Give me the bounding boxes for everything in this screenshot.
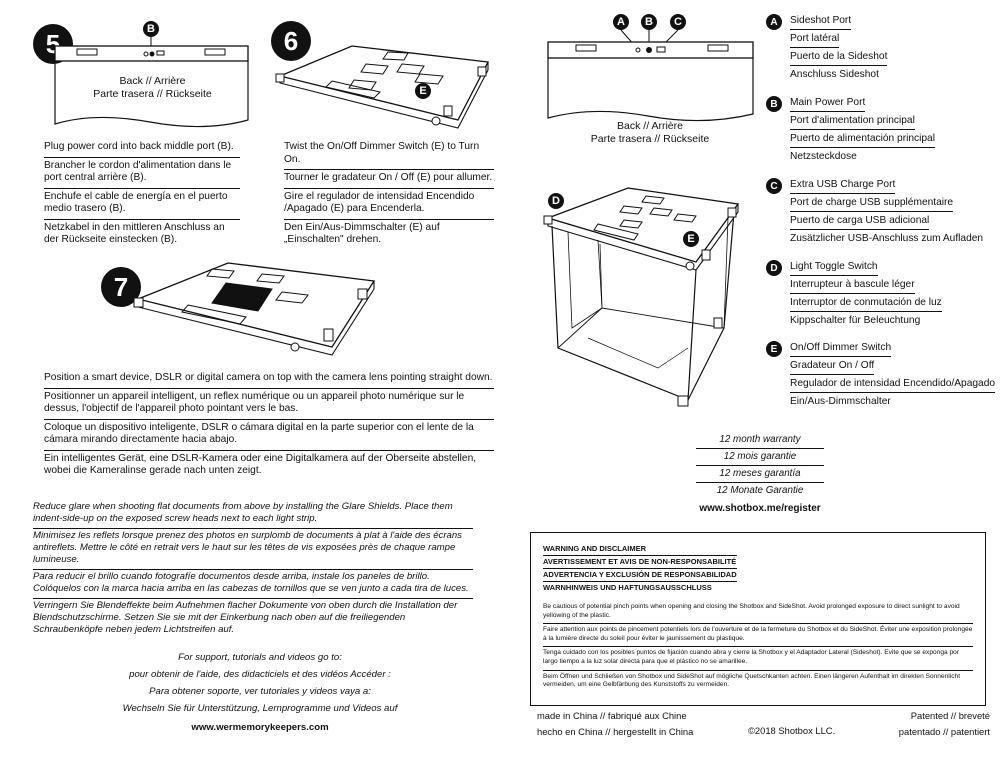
legend-a-item-en: Sideshot Port: [790, 14, 852, 30]
marker-b-diagram: B: [641, 14, 657, 30]
warning-paragraph-fr: Faire attention aux points de pincement …: [543, 624, 973, 648]
glare-line-fr: Minimisez les reflets lorsque prenez des…: [33, 529, 473, 570]
step-5-instructions: Plug power cord into back middle port (B…: [44, 139, 240, 250]
legend-d-badge: D: [766, 260, 782, 276]
step-6-line-es: Gire el regulador de intensidad Encendid…: [284, 189, 494, 220]
legend-e-item-es: Regulador de intensidad Encendido/Apagad…: [790, 377, 996, 393]
legend-c-item-es: Puerto de carga USB adicional: [790, 214, 930, 230]
legend-b-badge: B: [766, 96, 782, 112]
legend-a-item-fr: Port latéral: [790, 32, 840, 48]
patent-notice: Patented // breveté patentado // patenti…: [870, 709, 990, 738]
warranty-line-fr: 12 mois garantie: [696, 449, 824, 466]
glare-line-es: Para reducir el brillo cuando fotografíe…: [33, 570, 473, 599]
step-5-caption: Back // Arrière Parte trasera // Rücksei…: [60, 75, 245, 101]
back-port-caption-line1: Back // Arrière: [617, 120, 683, 132]
step-7-line-en: Position a smart device, DSLR or digital…: [44, 370, 494, 389]
patent-line-2: patentado // patentiert: [898, 726, 990, 737]
patent-line-1: Patented // breveté: [910, 710, 990, 721]
made-in-china: made in China // fabriqué aux Chine hech…: [537, 709, 693, 738]
made-line-2: hecho en China // hergestellt in China: [537, 726, 694, 737]
register-url[interactable]: www.shotbox.me/register: [699, 503, 821, 514]
marker-e-step6: E: [415, 83, 431, 99]
glare-line-de: Verringern Sie Blendeffekte beim Aufnehm…: [33, 600, 458, 635]
marker-c: C: [670, 14, 686, 30]
warranty-line-es: 12 meses garantía: [696, 466, 824, 483]
warning-headings: WARNING AND DISCLAIMER AVERTISSEMENT ET …: [543, 543, 737, 594]
shotbox-illustration: [543, 187, 740, 407]
step-5-caption-line2: Parte trasera // Rückseite: [93, 88, 212, 100]
step-7-line-fr: Positionner un appareil intelligent, un …: [44, 389, 494, 420]
step-5-line-de: Netzkabel in den mittleren Anschluss an …: [44, 221, 225, 246]
warning-heading-de: WARNHINWEIS UND HAFTUNGSAUSSCHLUSS: [543, 583, 712, 592]
warranty-line-de: 12 Monate Garantie: [716, 485, 804, 496]
step-7-instructions: Position a smart device, DSLR or digital…: [44, 370, 494, 481]
support-section: For support, tutorials and videos go to:…: [60, 652, 460, 733]
warning-heading-es: ADVERTENCIA Y EXCLUSIÓN DE RESPONSABILID…: [543, 569, 737, 582]
support-line-en: For support, tutorials and videos go to:: [178, 652, 342, 663]
legend-a: A Sideshot Port Port latéral Puerto de l…: [766, 14, 888, 85]
step-6-line-de: Den Ein/Aus-Dimmschalter (E) auf „Einsch…: [284, 221, 440, 246]
step-7-line-es: Coloque un dispositivo inteligente, DSLR…: [44, 420, 494, 451]
legend-c-item-fr: Port de charge USB supplémentaire: [790, 196, 954, 212]
step-6-number: 6: [271, 21, 311, 61]
marker-e-box: E: [683, 231, 699, 247]
legend-b-item-de: Netzsteckdose: [790, 151, 857, 162]
legend-b-item-es: Puerto de alimentación principal: [790, 132, 935, 148]
warning-paragraph-en: Be cautious of potential pinch points wh…: [543, 601, 973, 625]
legend-b-item-fr: Port d'alimentation principal: [790, 114, 915, 130]
step-6-line-fr: Tourner le gradateur On / Off (E) pour a…: [284, 170, 494, 189]
warning-paragraphs: Be cautious of potential pinch points wh…: [543, 601, 973, 693]
legend-e-item-en: On/Off Dimmer Switch: [790, 341, 892, 357]
legend-b-item-en: Main Power Port: [790, 96, 866, 112]
legend-d: D Light Toggle Switch Interrupteur à bas…: [766, 260, 942, 331]
legend-b: B Main Power Port Port d'alimentation pr…: [766, 96, 935, 167]
support-line-fr: pour obtenir de l'aide, des didacticiels…: [129, 669, 391, 680]
copyright: ©2018 Shotbox LLC.: [748, 725, 836, 736]
warranty-section: 12 month warranty 12 mois garantie 12 me…: [690, 432, 830, 499]
back-panel-illustration: [54, 36, 249, 128]
step-5-line-es: Enchufe el cable de energía en el puerto…: [44, 189, 240, 220]
legend-d-item-es: Interruptor de conmutación de luz: [790, 296, 942, 312]
marker-a: A: [613, 14, 629, 30]
legend-a-item-de: Anschluss Sideshot: [790, 69, 879, 80]
top-plate-illustration-7: [133, 262, 376, 356]
legend-e-item-fr: Gradateur On / Off: [790, 359, 875, 375]
step-5-caption-line1: Back // Arrière: [119, 75, 186, 87]
warning-disclaimer-box: WARNING AND DISCLAIMER AVERTISSEMENT ET …: [530, 532, 986, 706]
step-7-line-de: Ein intelligentes Gerät, eine DSLR-Kamer…: [44, 452, 477, 477]
step-6-line-en: Twist the On/Off Dimmer Switch (E) to Tu…: [284, 139, 494, 170]
legend-e-item-de: Ein/Aus-Dimmschalter: [790, 396, 891, 407]
back-port-caption-line2: Parte trasera // Rückseite: [590, 133, 710, 145]
legend-d-item-fr: Interrupteur à bascule léger: [790, 278, 915, 294]
legend-a-badge: A: [766, 14, 782, 30]
marker-b: B: [143, 21, 159, 37]
warning-heading-fr: AVERTISSEMENT ET AVIS DE NON-RESPONSABIL…: [543, 556, 737, 569]
legend-c: C Extra USB Charge Port Port de charge U…: [766, 178, 983, 249]
legend-d-item-en: Light Toggle Switch: [790, 260, 878, 276]
warning-heading-en: WARNING AND DISCLAIMER: [543, 543, 737, 556]
legend-e: E On/Off Dimmer Switch Gradateur On / Of…: [766, 341, 996, 412]
legend-c-item-en: Extra USB Charge Port: [790, 178, 896, 194]
back-port-caption: Back // Arrière Parte trasera // Rücksei…: [560, 120, 740, 146]
legend-a-item-es: Puerto de la Sideshot: [790, 50, 888, 66]
back-port-diagram: [547, 29, 754, 122]
warning-paragraph-es: Tenga cuidado con los posibles puntos de…: [543, 647, 973, 671]
legend-e-badge: E: [766, 341, 782, 357]
warning-paragraph-de: Beim Öffnen und Schließen von Shotbox un…: [543, 672, 961, 689]
support-line-de: Wechseln Sie für Unterstützung, Lernprog…: [122, 703, 398, 714]
legend-d-item-de: Kippschalter für Beleuchtung: [790, 315, 921, 326]
legend-c-badge: C: [766, 178, 782, 194]
step-6-instructions: Twist the On/Off Dimmer Switch (E) to Tu…: [284, 139, 494, 250]
made-line-1: made in China // fabriqué aux Chine: [537, 710, 687, 721]
legend-c-item-de: Zusätzlicher USB-Anschluss zum Aufladen: [790, 233, 984, 244]
step-5-line-fr: Brancher le cordon d'alimentation dans l…: [44, 158, 240, 189]
warranty-line-en: 12 month warranty: [696, 432, 824, 449]
support-line-es: Para obtener soporte, ver tutoriales y v…: [149, 686, 371, 697]
top-plate-illustration-6: [275, 45, 490, 129]
step-5-line-en: Plug power cord into back middle port (B…: [44, 139, 240, 158]
glare-line-en: Reduce glare when shooting flat document…: [33, 500, 473, 529]
support-url[interactable]: www.wermemorykeepers.com: [191, 722, 329, 733]
glare-shield-instructions: Reduce glare when shooting flat document…: [33, 500, 473, 639]
marker-d: D: [548, 193, 564, 209]
